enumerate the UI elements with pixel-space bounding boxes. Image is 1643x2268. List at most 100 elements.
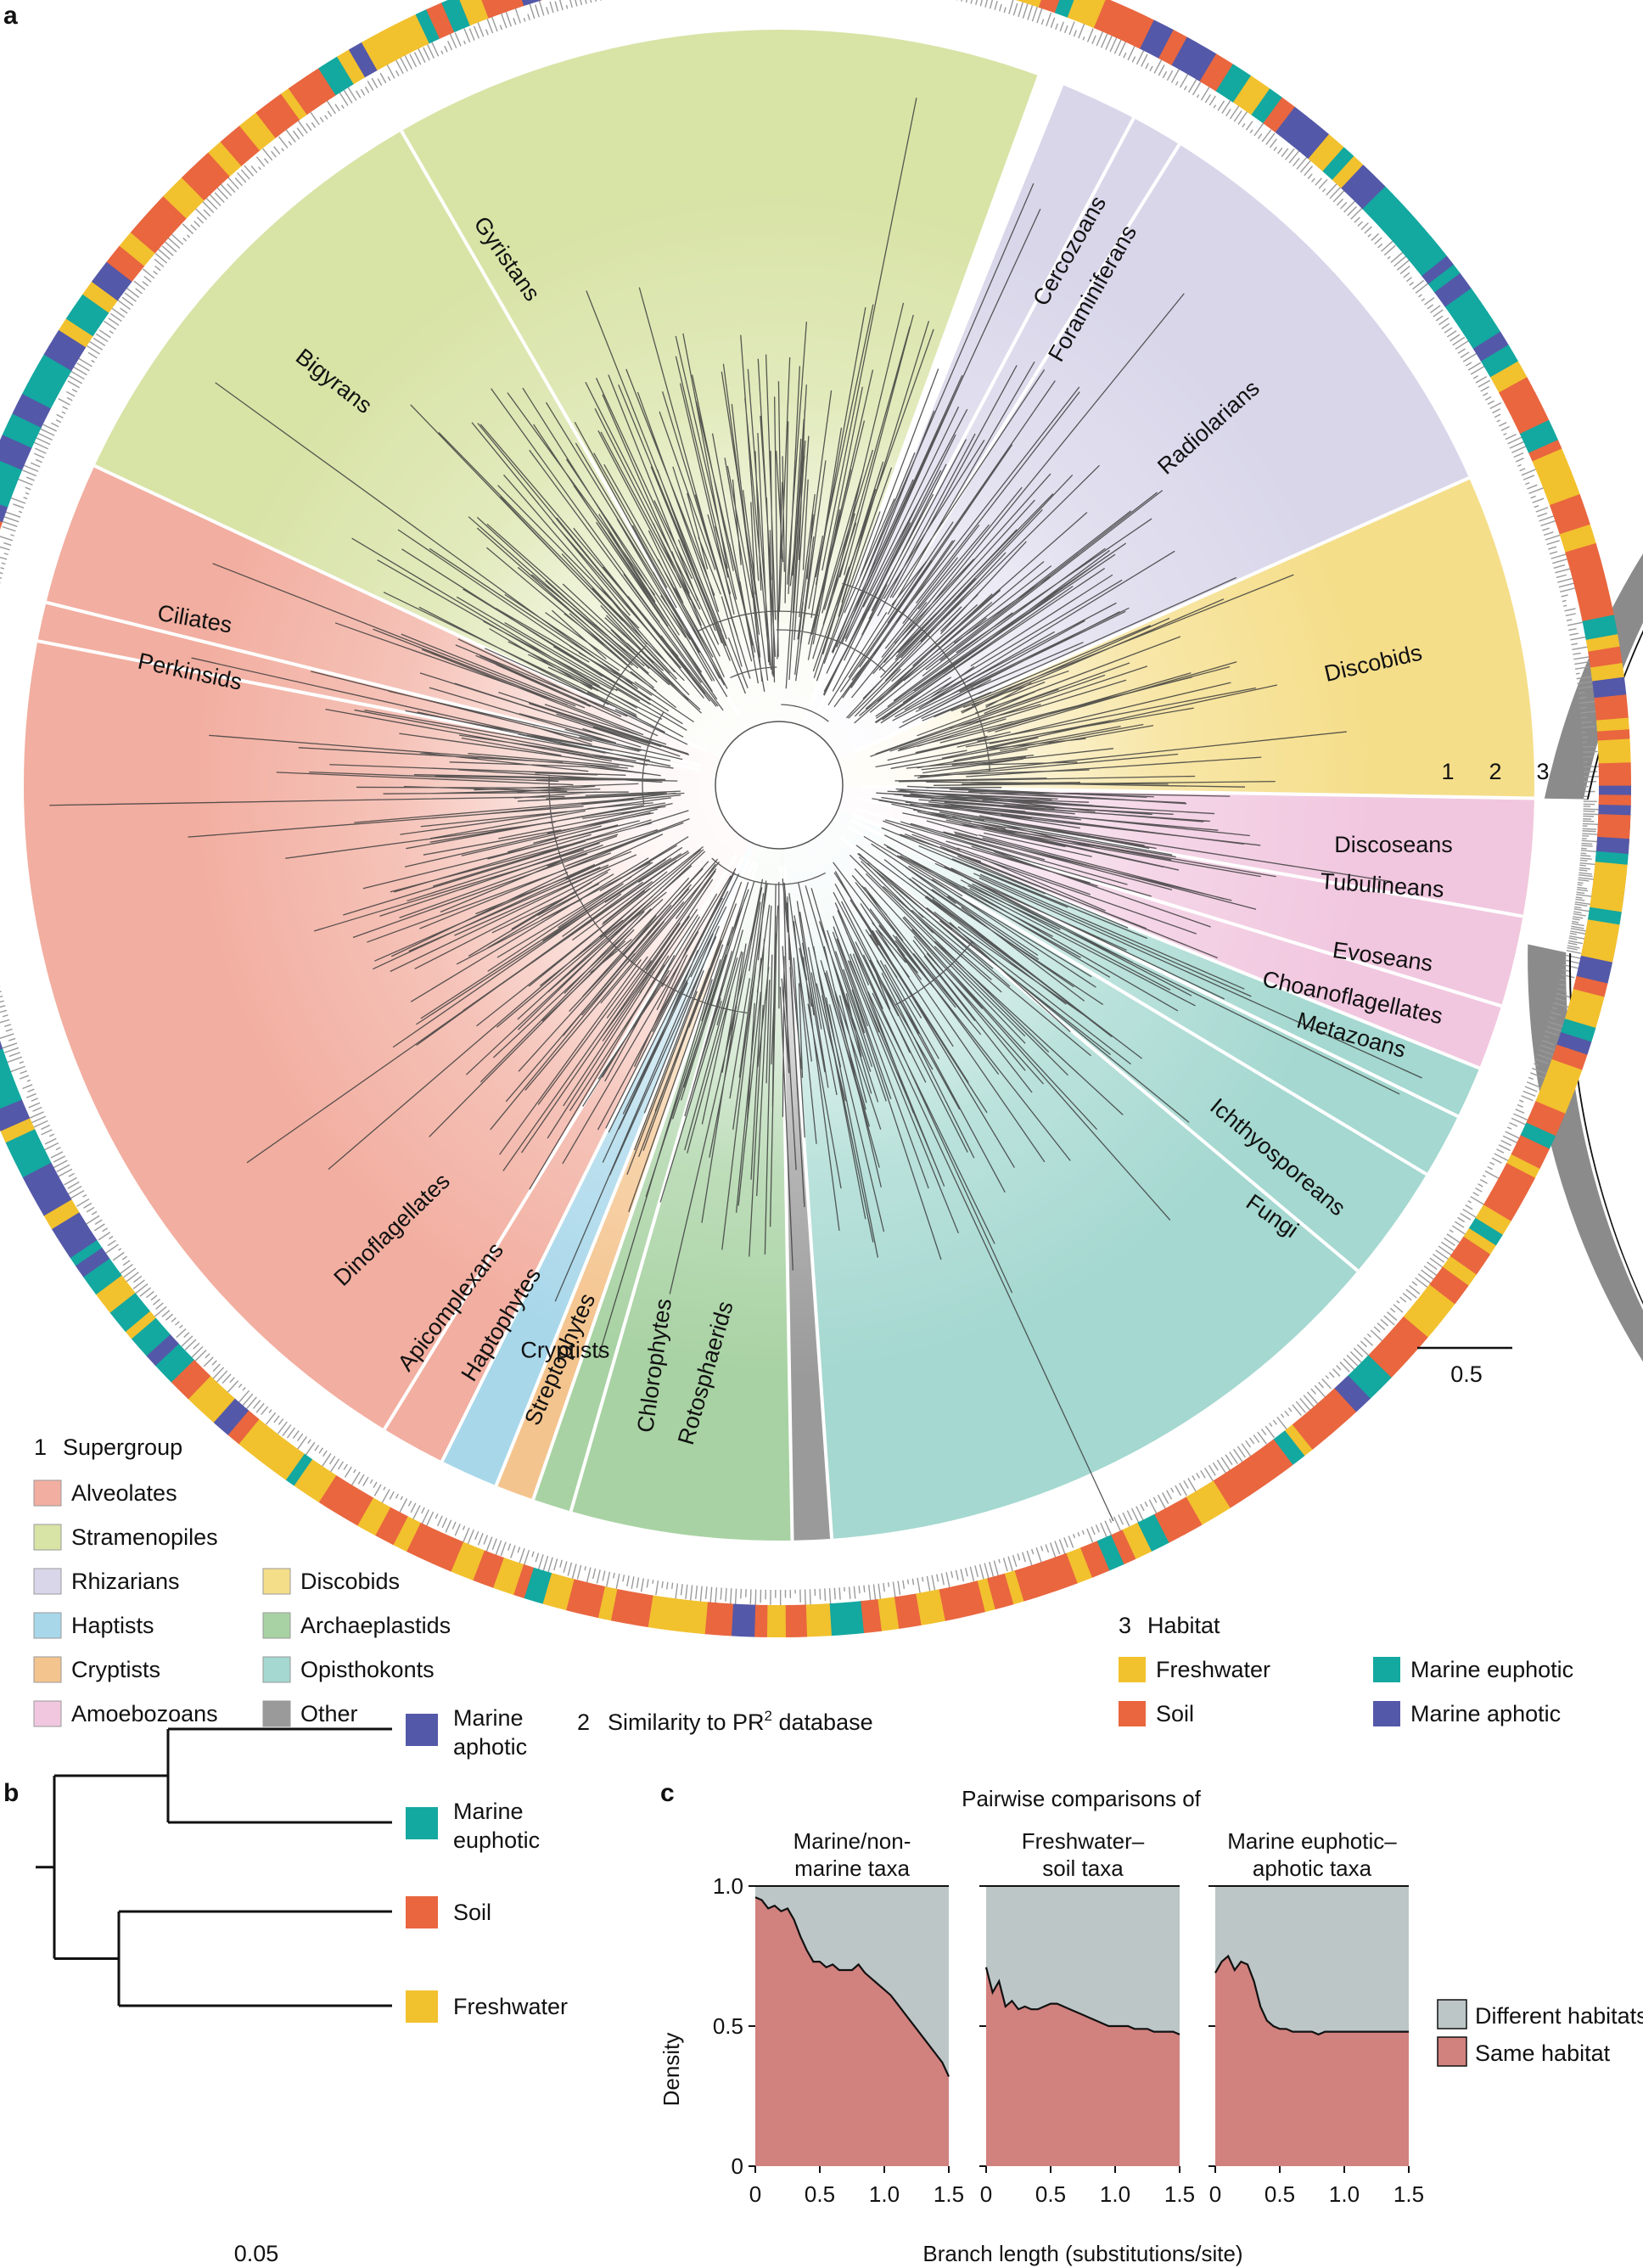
habitat-ring-segment bbox=[1442, 1255, 1477, 1287]
habitat-ring-segment bbox=[288, 76, 324, 115]
habitat-ring-segment bbox=[1573, 975, 1608, 998]
habitat-ring-segment bbox=[587, 1584, 605, 1619]
habitat-ring-segment bbox=[894, 1593, 922, 1630]
habitat-ring-segment bbox=[1368, 193, 1405, 229]
habitat-ring-segment bbox=[0, 1098, 26, 1120]
habitat-ring-segment bbox=[1506, 1154, 1540, 1179]
habitat-ring bbox=[0, 0, 1631, 1637]
x-tick-label: 1.5 bbox=[1164, 2181, 1195, 2207]
habitat-ring-segment bbox=[432, 1534, 464, 1572]
habitat-ring-segment bbox=[75, 1247, 110, 1277]
habitat-ring-segment bbox=[280, 87, 308, 121]
habitat-ring-segment bbox=[1136, 1513, 1169, 1552]
supergroup-swatch bbox=[33, 1656, 62, 1683]
habitat-ring-segment bbox=[1454, 300, 1493, 337]
ring-number-3: 3 bbox=[1536, 759, 1549, 784]
habitat-ring-segment bbox=[1193, 1480, 1231, 1521]
habitat-ring-segment bbox=[255, 101, 290, 138]
habitat-ring-segment bbox=[1251, 88, 1283, 124]
habitat-ring-segment bbox=[190, 152, 231, 193]
habitat-swatch bbox=[1119, 1657, 1146, 1682]
habitat-ring-segment bbox=[715, 1603, 734, 1636]
habitat-ring-segment bbox=[1542, 1069, 1579, 1097]
habitat-ring-segment bbox=[766, 1604, 787, 1637]
habitat-ring-segment bbox=[1595, 836, 1630, 855]
habitat-ring-segment bbox=[213, 1398, 250, 1435]
supergroup-legend-item: Stramenopiles bbox=[71, 1524, 218, 1550]
habitat-ring-segment bbox=[1121, 1522, 1152, 1560]
habitat-ring-segment bbox=[1422, 255, 1455, 285]
habitat-ring-segment bbox=[285, 1453, 313, 1486]
habitat-ring-segment bbox=[1468, 1217, 1503, 1247]
habitat-ring-segment bbox=[1382, 1327, 1419, 1361]
habitat-ring-segment bbox=[805, 1603, 832, 1637]
supergroup-legend-item: Other bbox=[300, 1701, 358, 1726]
habitat-ring-segment bbox=[0, 460, 23, 487]
habitat-ring-segment bbox=[647, 1595, 675, 1631]
x-tick-label: 1.5 bbox=[934, 2181, 964, 2207]
dendro-tip-swatch bbox=[406, 1714, 438, 1746]
habitat-ring-segment bbox=[51, 1211, 85, 1238]
habitat-ring-segment bbox=[1403, 1300, 1442, 1339]
x-tick-label: 0 bbox=[980, 2181, 992, 2207]
habitat-ring-segment bbox=[154, 1343, 194, 1383]
habitat-ring-segment bbox=[1168, 1502, 1193, 1535]
habitat-ring-segment bbox=[938, 1586, 961, 1621]
habitat-ring-segment bbox=[256, 1433, 294, 1472]
habitat-ring-segment bbox=[1093, 0, 1120, 34]
habitat-ring-segment bbox=[72, 294, 109, 327]
supergroup-swatch bbox=[33, 1479, 62, 1507]
habitat-ring-segment bbox=[1528, 440, 1562, 463]
habitat-ring-segment bbox=[565, 1579, 597, 1616]
supergroup-legend-item: Discobids bbox=[300, 1569, 400, 1594]
habitat-ring-segment bbox=[1595, 717, 1629, 733]
habitat-ring-segment bbox=[415, 8, 440, 44]
habitat-swatch bbox=[1119, 1701, 1146, 1726]
habitat-ring-segment bbox=[1322, 147, 1354, 181]
habitat-ring-segment bbox=[1576, 953, 1613, 985]
habitat-ring-segment bbox=[610, 1588, 641, 1625]
x-tick-label: 0.5 bbox=[1264, 2181, 1295, 2207]
habitat-ring-segment bbox=[0, 1077, 22, 1109]
habitat-ring-segment bbox=[597, 1586, 618, 1621]
tree-branches bbox=[49, 98, 1422, 1522]
habitat-swatch bbox=[1373, 1701, 1400, 1726]
y-tick-label: 1.0 bbox=[713, 1873, 743, 1899]
habitat-ring-segment bbox=[1597, 814, 1631, 840]
habitat-ring-segment bbox=[1416, 1284, 1455, 1322]
facet-label: Freshwater– bbox=[1022, 1828, 1145, 1854]
same-habitat-area bbox=[986, 1967, 1180, 2166]
habitat-ring-segment bbox=[269, 93, 300, 128]
panel-letter-c: c bbox=[660, 1779, 675, 1807]
habitat-ring-segment bbox=[1569, 989, 1605, 1012]
habitat-ring-segment bbox=[131, 1317, 171, 1356]
habitat-ring-segment bbox=[1272, 1430, 1305, 1466]
dendro-tip-label: aphotic bbox=[453, 1734, 527, 1760]
habitat-ring-segment bbox=[305, 67, 337, 104]
supergroup-legend-item: Archaeplastids bbox=[300, 1613, 451, 1638]
habitat-ring-segment bbox=[634, 1592, 653, 1628]
habitat-ring-segment bbox=[1596, 729, 1630, 742]
clade-label-cryptists: Cryptists bbox=[520, 1337, 609, 1362]
habitat-ring-segment bbox=[1245, 1446, 1282, 1486]
habitat-ring-segment bbox=[82, 1258, 122, 1295]
habitat-ring-segment bbox=[1514, 408, 1550, 435]
habitat-ring-segment bbox=[1015, 0, 1023, 3]
habitat-ring-segment bbox=[1106, 3, 1133, 39]
habitat-ring-segment bbox=[1428, 1266, 1469, 1305]
chart-legend-label: Different habitats bbox=[1475, 2003, 1643, 2029]
habitat-ring-segment bbox=[1067, 0, 1088, 22]
habitat-ring-segment bbox=[91, 261, 133, 301]
habitat-ring-segment bbox=[1185, 1492, 1211, 1525]
habitat-legend-item: Marine euphotic bbox=[1410, 1657, 1573, 1682]
x-tick-label: 1.0 bbox=[1329, 2181, 1360, 2207]
habitat-ring-segment bbox=[1535, 1083, 1573, 1114]
habitat-ring-segment bbox=[1483, 1187, 1522, 1222]
x-tick-label: 0 bbox=[749, 2181, 761, 2207]
habitat-ring-segment bbox=[1078, 0, 1107, 29]
supergroup-swatch bbox=[33, 1700, 62, 1727]
habitat-ring-segment bbox=[1291, 120, 1330, 160]
chart-legend-swatch bbox=[1437, 1999, 1467, 2029]
habitat-ring-segment bbox=[188, 1375, 227, 1415]
habitat-ring-segment bbox=[521, 0, 541, 7]
